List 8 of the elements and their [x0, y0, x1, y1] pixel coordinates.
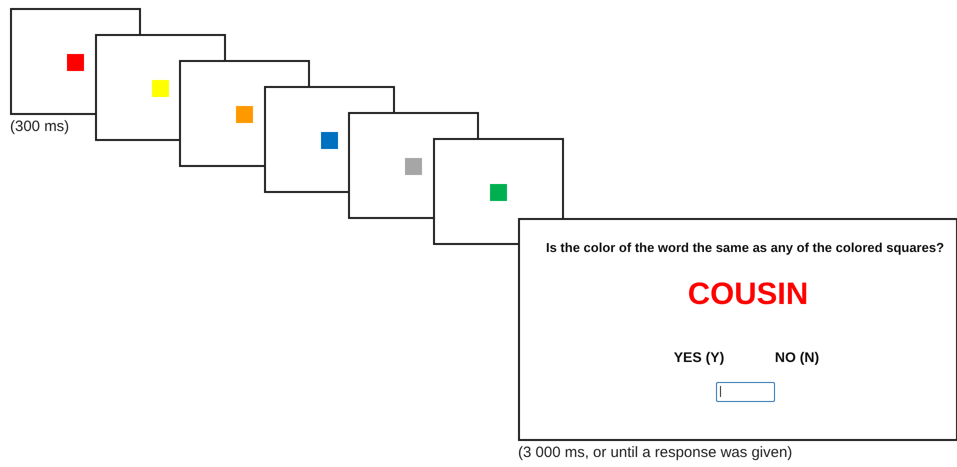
response-option: NO (N) [774, 349, 820, 365]
answer-box [716, 382, 775, 402]
response-screen-dialog [518, 218, 957, 441]
question-text: Is the color of the word the same as any of the colored squares? [546, 240, 944, 255]
duration-caption: (3 000 ms, or until a response was given) [518, 444, 792, 461]
duration-caption: (300 ms) [10, 118, 70, 135]
stimulus-word: COUSIN [688, 276, 808, 312]
response-option: YES (Y) [674, 349, 724, 365]
